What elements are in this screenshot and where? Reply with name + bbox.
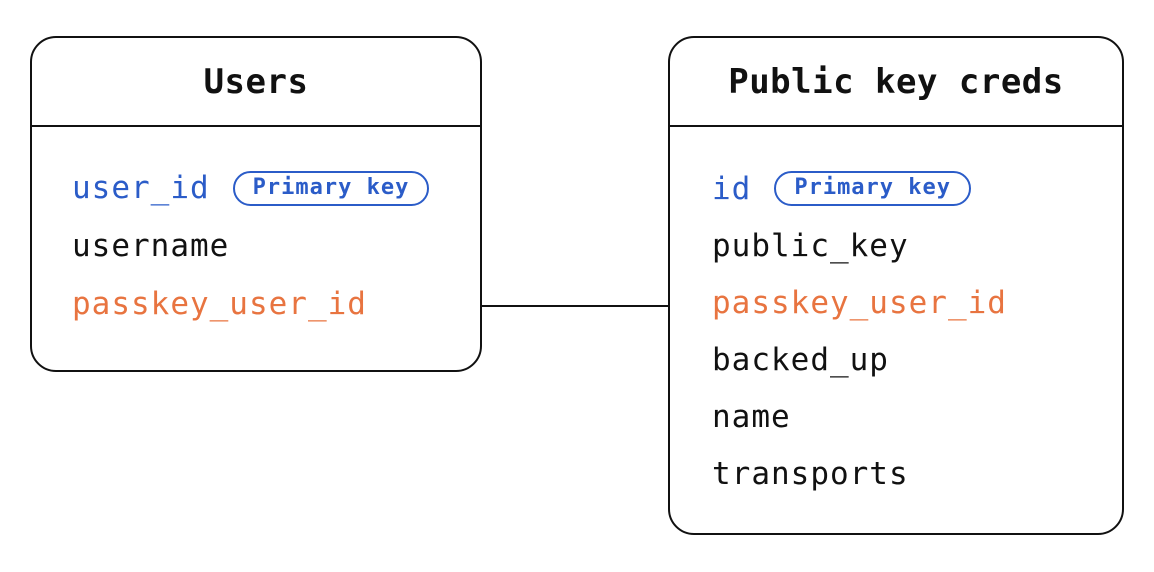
field-list-users: user_id Primary key username passkey_use… [32, 127, 480, 333]
field-row-backed-up: backed_up [712, 331, 1122, 388]
field-row-username: username [72, 217, 480, 275]
field-row-name: name [712, 388, 1122, 445]
field-name: id [712, 170, 752, 207]
table-title-users: Users [203, 61, 309, 102]
field-name: passkey_user_id [72, 286, 367, 322]
field-name: username [72, 228, 230, 264]
field-name: user_id [72, 170, 210, 206]
field-name: transports [712, 455, 909, 492]
field-row-public-key: public_key [712, 217, 1122, 274]
table-creds-header: Public key creds [670, 38, 1122, 127]
field-name: passkey_user_id [712, 284, 1007, 321]
table-users-header: Users [32, 38, 480, 127]
field-name: backed_up [712, 341, 889, 378]
primary-key-badge: Primary key [774, 171, 972, 206]
field-row-transports: transports [712, 445, 1122, 502]
field-row-id: id Primary key [712, 160, 1122, 217]
field-row-user-id: user_id Primary key [72, 159, 480, 217]
relationship-line [482, 305, 668, 307]
table-title-public-key-creds: Public key creds [728, 61, 1064, 102]
field-name: public_key [712, 227, 909, 264]
primary-key-badge: Primary key [232, 170, 430, 206]
table-card-public-key-creds: Public key creds id Primary key public_k… [668, 36, 1124, 535]
field-list-public-key-creds: id Primary key public_key passkey_user_i… [670, 127, 1122, 502]
table-card-users: Users user_id Primary key username passk… [30, 36, 482, 372]
field-row-passkey-user-id: passkey_user_id [72, 275, 480, 333]
field-row-passkey-user-id: passkey_user_id [712, 274, 1122, 331]
field-name: name [712, 398, 791, 435]
